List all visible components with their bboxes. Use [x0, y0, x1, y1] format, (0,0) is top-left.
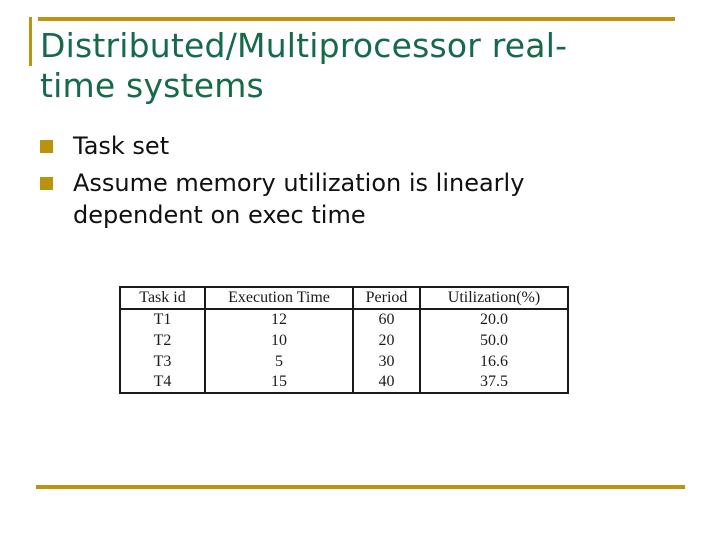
table-cell: 5	[204, 351, 353, 372]
bullet-square-marker	[40, 140, 53, 153]
task-set-table: Task id Execution Time Period Utilizatio…	[119, 286, 569, 394]
title-left-accent-rule	[29, 17, 32, 66]
table-cell: 16.6	[419, 351, 568, 372]
table-cell: 37.5	[419, 372, 568, 393]
page-title-line-1: Distributed/Multiprocessor real-	[40, 26, 568, 65]
table-cell: 60	[352, 309, 420, 330]
table-cell: 10	[204, 330, 353, 351]
bullet-text-line-2: dependent on exec time	[73, 201, 366, 229]
bottom-accent-rule	[36, 485, 685, 489]
table-header-task-id: Task id	[120, 287, 205, 310]
top-accent-rule	[38, 17, 675, 21]
task-set-table-container: Task id Execution Time Period Utilizatio…	[119, 286, 569, 394]
table-row: T3 5 30 16.6	[120, 351, 568, 372]
table-header-utilization: Utilization(%)	[419, 287, 568, 310]
bullet-item-task-set: Task set	[40, 130, 524, 162]
table-cell: T3	[153, 352, 172, 370]
bullet-list: Task set Assume memory utilization is li…	[40, 130, 524, 236]
table-cell: 15	[204, 372, 353, 393]
bullet-item-assumption: Assume memory utilization is linearly de…	[40, 167, 524, 231]
bullet-text: Task set	[73, 132, 170, 160]
table-row: T2 10 20 50.0	[120, 330, 568, 351]
bullet-square-marker	[40, 177, 53, 190]
page-title: Distributed/Multiprocessor real- time sy…	[40, 26, 567, 106]
table-header-period: Period	[352, 287, 420, 310]
table-cell: 12	[204, 309, 353, 330]
table-header-execution-time: Execution Time	[204, 287, 353, 310]
table-cell: 50.0	[419, 330, 568, 351]
table-row: T4 15 40 37.5	[120, 372, 568, 393]
table-row: T1 12 60 20.0	[120, 309, 568, 330]
table-cell: T2	[153, 331, 172, 349]
bullet-text-line-1: Assume memory utilization is linearly	[73, 169, 525, 197]
table-cell: 20.0	[419, 309, 568, 330]
table-cell: 30	[352, 351, 420, 372]
table-cell: 40	[352, 372, 420, 393]
table-cell: T4	[153, 373, 172, 390]
page-title-line-2: time systems	[40, 66, 264, 105]
table-cell: T1	[153, 311, 172, 328]
table-cell: 20	[352, 330, 420, 351]
table-header-row: Task id Execution Time Period Utilizatio…	[120, 287, 568, 310]
